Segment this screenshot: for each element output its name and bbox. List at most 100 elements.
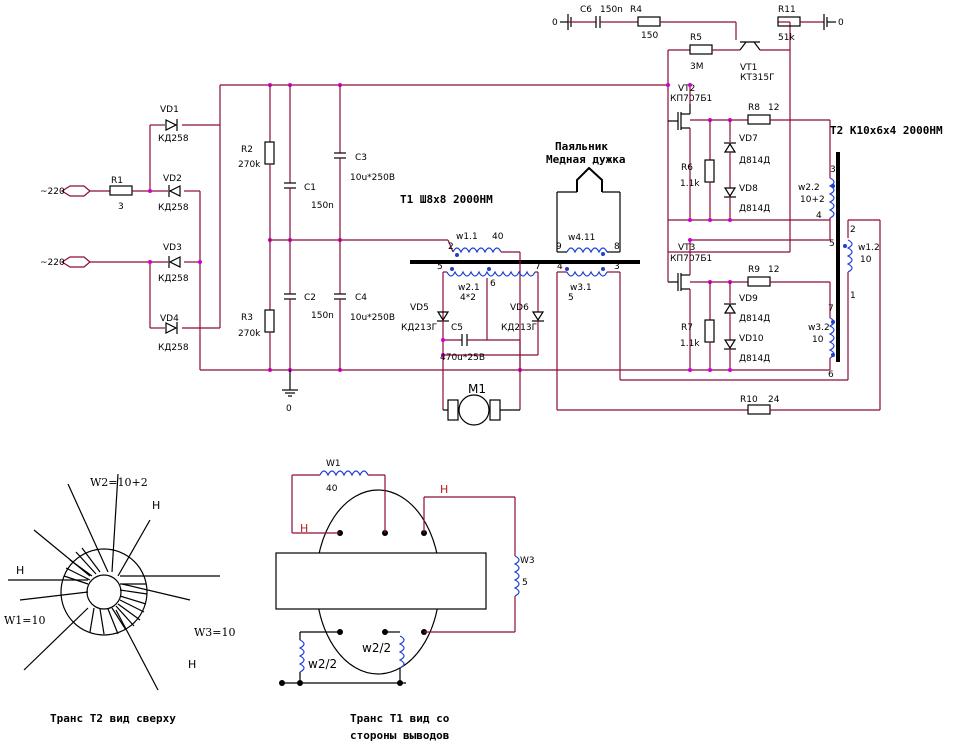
tw22-right-label: w2/2	[362, 641, 391, 655]
vd9-value: Д814Д	[739, 314, 770, 324]
t1-h-label-2: H	[440, 483, 448, 496]
r9-value: 12	[768, 265, 779, 275]
vd8-label: VD8	[739, 184, 758, 194]
resistor-r1: R1 3	[109, 176, 150, 212]
tw22-left-label: w2/2	[308, 657, 337, 671]
zener-vd10: VD10 Д814Д	[723, 334, 770, 370]
t1-pin-7: 7	[535, 262, 541, 272]
c4-label: C4	[355, 293, 367, 303]
w31-label: w3.1	[570, 283, 592, 293]
w12-value: 10	[860, 255, 872, 265]
tw1-label: W1	[326, 459, 341, 469]
r10-value: 24	[768, 395, 780, 405]
vd4-label: VD4	[160, 314, 179, 324]
w1-left-label: W1=10	[4, 614, 46, 627]
capacitor-c2: C2 150n	[284, 240, 334, 370]
ac-input-2-label: ~220	[40, 258, 65, 268]
solder-title-2: Медная дужка	[546, 153, 625, 166]
c6-label: C6	[580, 5, 592, 15]
diode-vd6: VD6 КД213Г	[443, 303, 545, 356]
w3-right-label: W3=10	[194, 626, 236, 639]
w22-value: 10+2	[800, 195, 825, 205]
vd2-label: VD2	[163, 174, 182, 184]
r10-label: R10	[740, 395, 758, 405]
zener-vd9: VD9 Д814Д	[723, 282, 770, 340]
t1-h-label-1: H	[300, 522, 308, 535]
t1-title: T1 Ш8x8 2000НМ	[400, 193, 493, 206]
vt3-value: КП707Б1	[670, 254, 712, 264]
diode-vd4: VD4 КД258	[158, 314, 189, 353]
r3-label: R3	[241, 313, 253, 323]
w411-label: w4.11	[568, 233, 595, 243]
caption-t2: Транс Т2 вид сверху	[50, 712, 176, 725]
t1-pin-4: 4	[557, 262, 563, 272]
capacitor-c6: 0 C6 150n	[552, 5, 638, 30]
tw3-label: W3	[520, 556, 535, 566]
vt1-label: VT1	[740, 63, 757, 73]
c5-value: 470u*25В	[440, 353, 485, 363]
diode-vd5: VD5 КД213Г	[401, 303, 450, 410]
vd4-value: КД258	[158, 343, 189, 353]
vd6-label: VD6	[510, 303, 529, 313]
r8-value: 12	[768, 103, 779, 113]
vt1-value: КТ315Г	[740, 73, 775, 83]
vd7-value: Д814Д	[739, 156, 770, 166]
r6-value: 1.1k	[680, 179, 700, 189]
tw3-value: 5	[522, 578, 528, 588]
zener-vd8: VD8 Д814Д	[723, 184, 770, 220]
resistor-r9: R9 12	[690, 265, 831, 315]
diode-vd1: VD1 КД258	[158, 105, 189, 144]
t2-top-view: W2=10+2 H H H W1=10 W3=10	[4, 473, 236, 691]
bridge-wiring	[148, 85, 221, 370]
vd1-value: КД258	[158, 134, 189, 144]
w31-value: 5	[568, 293, 574, 303]
t1-winding-w31: w3.1 5 4 3	[556, 262, 848, 410]
capacitor-c3: C3 10u*250В	[334, 85, 395, 240]
t2-winding-w12: w1.2 10 2 1	[843, 220, 880, 380]
w2-top-label: W2=10+2	[90, 476, 148, 489]
capacitor-c5: C5 470u*25В	[440, 323, 521, 410]
resistor-r5: R5 3M	[666, 33, 740, 260]
vd9-label: VD9	[739, 294, 758, 304]
power-rails	[200, 83, 830, 372]
r7-label: R7	[681, 323, 693, 333]
t2-winding-w22: w2.2 10+2 3 4 5	[798, 160, 836, 249]
resistor-r11: R11 51k 0	[777, 5, 844, 43]
vd2-value: КД258	[158, 203, 189, 213]
t2-pin-6: 6	[828, 370, 834, 380]
resistor-r7: R7 1.1k	[680, 282, 715, 370]
transistor-vt3: VT3 КП707Б1	[667, 238, 830, 370]
w11-label: w1.1	[456, 232, 478, 242]
vt3-label: VT3	[678, 243, 695, 253]
transistor-vt1: VT1 КТ315Г	[739, 21, 791, 252]
vd10-label: VD10	[739, 334, 764, 344]
r11-value: 51k	[778, 33, 795, 43]
soldering-iron-loop: Паяльник Медная дужка	[546, 140, 625, 252]
diode-vd2: VD2 КД258	[158, 174, 189, 213]
t2-winding-w32: w3.2 10 7 6	[808, 304, 835, 380]
ac-input-1: ~220	[40, 185, 110, 197]
r6-label: R6	[681, 163, 693, 173]
r11-label: R11	[778, 5, 796, 15]
resistor-r2: R2 270k	[238, 85, 275, 240]
c6-value: 150n	[600, 5, 623, 15]
w12-label: w1.2	[858, 243, 880, 253]
zero-left-label: 0	[552, 18, 558, 28]
resistor-r10: R10 24	[557, 219, 881, 415]
r2-label: R2	[241, 145, 253, 155]
vd3-value: КД258	[158, 274, 189, 284]
w21-label: w2.1	[458, 283, 480, 293]
m1-label: M1	[468, 382, 486, 396]
vd7-label: VD7	[739, 134, 758, 144]
t1-pin-9: 9	[556, 242, 562, 252]
diode-vd3: VD3 КД258	[158, 243, 189, 284]
vt2-label: VT2	[678, 84, 695, 94]
vd6-value: КД213Г	[501, 323, 537, 333]
w21-value: 4*2	[460, 293, 476, 303]
t1-pin-8: 8	[614, 242, 620, 252]
caption-t1-line2: стороны выводов	[350, 729, 449, 742]
r5-value: 3M	[690, 62, 704, 72]
r2-value: 270k	[238, 160, 261, 170]
